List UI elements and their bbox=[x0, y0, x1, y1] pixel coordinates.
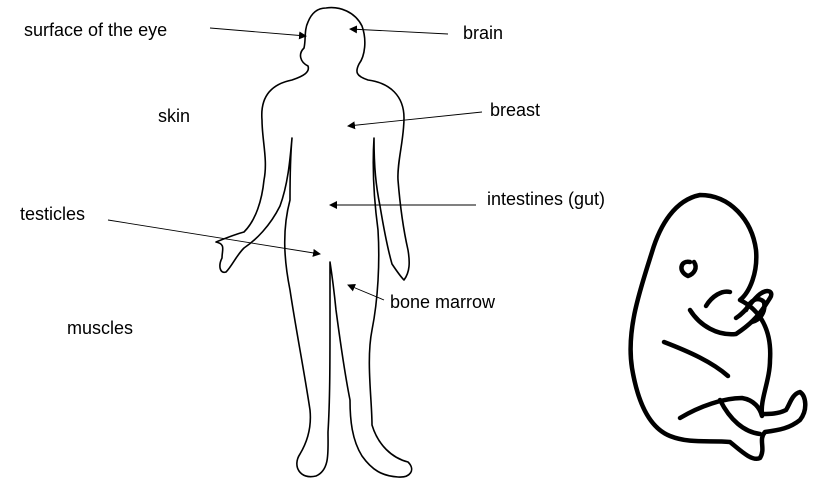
fetus-chin bbox=[706, 292, 730, 306]
label-bone-marrow: bone marrow bbox=[390, 293, 495, 311]
label-intestines: intestines (gut) bbox=[487, 190, 605, 208]
pointer-breast bbox=[348, 112, 482, 126]
fetus-ear bbox=[681, 262, 695, 276]
label-testicles: testicles bbox=[20, 205, 85, 223]
pointer-eye bbox=[210, 28, 306, 36]
fetus-body-line bbox=[664, 342, 728, 376]
fetus-drawing bbox=[631, 195, 806, 459]
label-skin: skin bbox=[158, 107, 190, 125]
label-breast: breast bbox=[490, 101, 540, 119]
fetus-head-and-back bbox=[631, 195, 806, 459]
label-muscles: muscles bbox=[67, 319, 133, 337]
label-brain: brain bbox=[463, 24, 503, 42]
pointer-testicles bbox=[108, 220, 320, 254]
pointer-bone-marrow bbox=[348, 285, 384, 300]
label-surface-of-the-eye: surface of the eye bbox=[24, 21, 167, 39]
